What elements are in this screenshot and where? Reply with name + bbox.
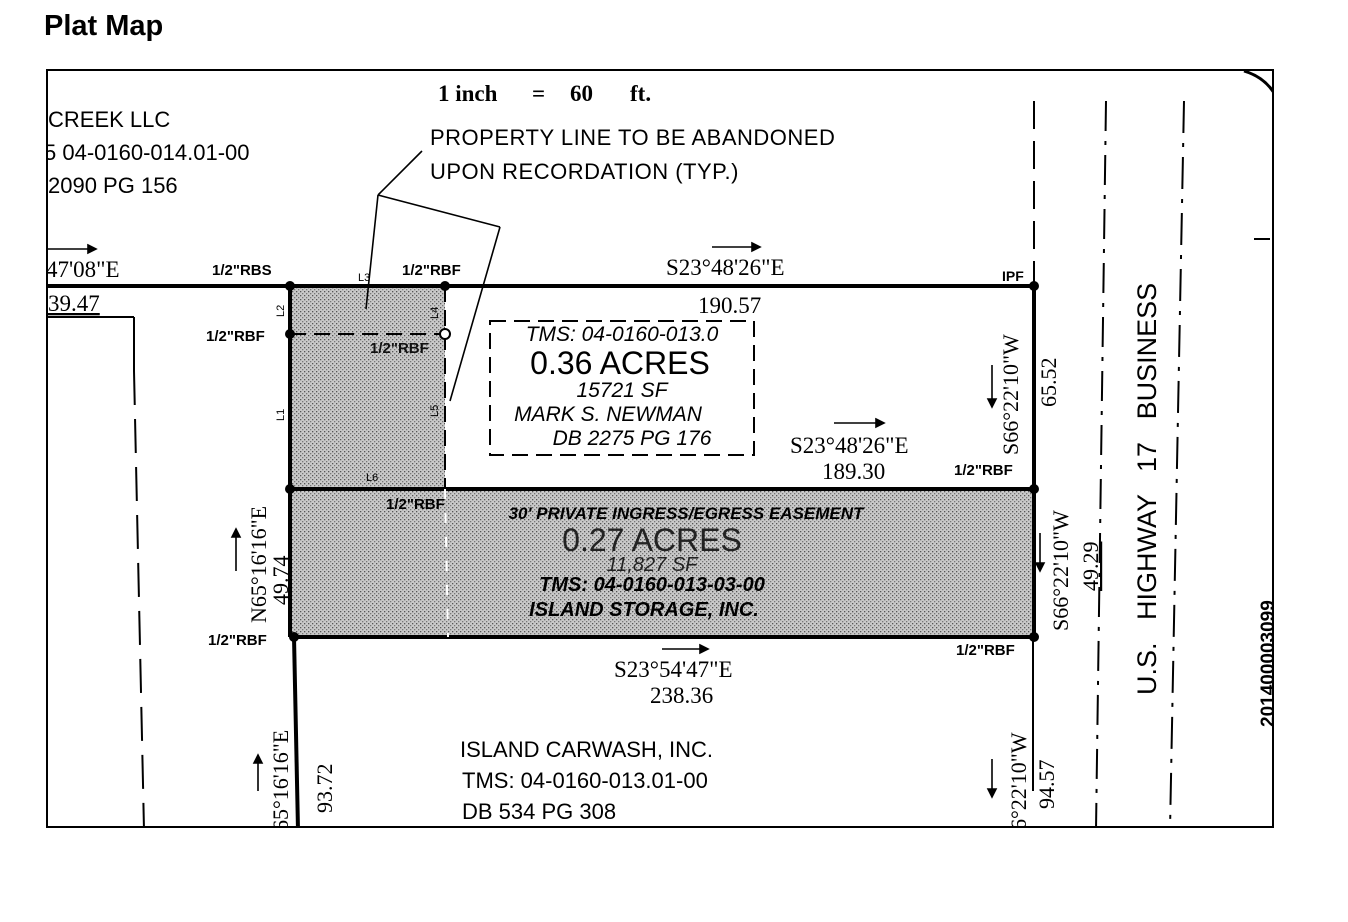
easement-title: 30' PRIVATE INGRESS/EGRESS EASEMENT xyxy=(509,504,865,523)
adjoiner-north-tms: 5 04-0160-014.01-00 xyxy=(48,140,250,165)
scale-prefix: 1 inch xyxy=(438,81,498,106)
monument-label-rbf-sw: 1/2"RBF xyxy=(208,632,267,649)
west-lower-distance: 93.72 xyxy=(312,764,337,814)
left-dashed-line xyxy=(133,370,145,826)
highway-lines xyxy=(1033,100,1185,826)
monument-rbf-sw xyxy=(289,632,299,642)
arrow-icon xyxy=(230,527,242,538)
left-distance-label: 39.47 xyxy=(48,291,100,316)
monument-label-rbf-west: 1/2"RBF xyxy=(206,328,265,345)
abandoned-strip-shading xyxy=(290,285,445,489)
east-upper-bearing: S66°22'10"W xyxy=(998,334,1023,455)
east-mid-distance: 49.29 xyxy=(1078,542,1103,592)
adjoiner-north-owner: CREEK LLC xyxy=(48,107,170,132)
south-bearing-label: S23°54'47"E xyxy=(614,657,733,682)
adjoiner-south-deed: DB 534 PG 308 xyxy=(462,799,616,824)
monument-label-rbf-se: 1/2"RBF xyxy=(956,642,1015,659)
corner-mark xyxy=(1243,71,1272,93)
note-leader-lines xyxy=(365,150,501,402)
west-lower-bearing: 65°16'16"E xyxy=(268,730,293,828)
mid-distance-label: 189.30 xyxy=(822,459,885,484)
main-parcel-owner: MARK S. NEWMAN xyxy=(514,403,703,426)
monument-rbf-north xyxy=(440,281,450,291)
east-lower-distance: 94.57 xyxy=(1034,760,1059,810)
easement-owner: ISLAND STORAGE, INC. xyxy=(529,599,759,621)
scale-value: 60 xyxy=(570,81,593,106)
line-label-l3: L3 xyxy=(358,272,370,284)
left-bearing-label: 47'08"E xyxy=(48,257,120,282)
monument-label-ipf: IPF xyxy=(1002,268,1024,284)
monument-rbs xyxy=(285,281,295,291)
west-mid-distance: 49.74 xyxy=(268,556,293,606)
plat-map-drawing: 1 inch = 60 ft. PROPERTY LINE TO BE ABAN… xyxy=(48,71,1274,828)
monument-label-rbf-east: 1/2"RBF xyxy=(954,462,1013,479)
monuments xyxy=(285,281,1039,642)
easement-parcel-shading xyxy=(290,489,1033,637)
scale-text: 1 inch = 60 ft. xyxy=(438,81,651,106)
line-label-l6: L6 xyxy=(366,472,378,484)
line-label-l5: L5 xyxy=(429,405,441,417)
monument-label-rbf-mid: 1/2"RBF xyxy=(386,496,445,513)
plat-map: 1 inch = 60 ft. PROPERTY LINE TO BE ABAN… xyxy=(46,69,1274,828)
arrow-icon xyxy=(986,398,998,409)
direction-arrows xyxy=(48,241,1046,799)
abandoned-line-in-easement xyxy=(444,488,449,638)
adjoiner-south-tms: TMS: 04-0160-013.01-00 xyxy=(462,768,708,793)
arrow-icon xyxy=(751,241,762,253)
line-label-l1: L1 xyxy=(275,409,287,421)
highway-centerline-east xyxy=(1169,100,1185,826)
monument-ipf xyxy=(1029,281,1039,291)
adjoiner-north-deed: 2090 PG 156 xyxy=(48,173,178,198)
arrow-icon xyxy=(699,643,710,655)
easement-sf: 11,827 SF xyxy=(607,554,700,576)
monument-rbf-east-mid xyxy=(1029,484,1039,494)
north-distance-label: 190.57 xyxy=(698,293,761,318)
monument-rbf-inner xyxy=(439,328,451,340)
main-parcel-deed: DB 2275 PG 176 xyxy=(553,427,712,450)
east-lower-bearing: 6°22'10"W xyxy=(1006,732,1031,828)
document-number: 201400003099 xyxy=(1258,600,1274,727)
highway-centerline-west xyxy=(1095,100,1107,826)
arrow-icon xyxy=(986,788,998,799)
mid-bearing-label: S23°48'26"E xyxy=(790,433,909,458)
easement-acres: 0.27 ACRES xyxy=(562,522,742,558)
monument-rbf-se xyxy=(1029,632,1039,642)
scale-equals: = xyxy=(532,81,545,106)
monument-label-rbs: 1/2"RBS xyxy=(212,262,272,279)
line-label-l2: L2 xyxy=(275,305,287,317)
easement-tms: TMS: 04-0160-013-03-00 xyxy=(539,574,765,596)
west-mid-bearing: N65°16'16"E xyxy=(246,506,271,623)
arrow-icon xyxy=(1034,562,1046,573)
property-lines xyxy=(48,284,1036,826)
page-title: Plat Map xyxy=(44,10,164,42)
monument-label-rbf-inner: 1/2"RBF xyxy=(370,340,429,357)
line-label-l4: L4 xyxy=(429,307,441,319)
monument-rbf-mid xyxy=(285,484,295,494)
main-parcel-sf: 15721 SF xyxy=(576,379,668,402)
abandon-note-line2: UPON RECORDATION (TYP.) xyxy=(430,159,739,184)
north-bearing-label: S23°48'26"E xyxy=(666,255,785,280)
scale-unit: ft. xyxy=(630,81,651,106)
highway-label: U.S. HIGHWAY 17 BUSINESS xyxy=(1132,283,1162,695)
arrow-icon xyxy=(875,417,886,429)
south-distance-label: 238.36 xyxy=(650,683,713,708)
east-upper-distance: 65.52 xyxy=(1036,358,1061,408)
west-lower-line xyxy=(292,636,300,826)
arrow-icon xyxy=(87,243,98,255)
main-parcel-acres: 0.36 ACRES xyxy=(530,345,710,381)
main-parcel-label-box xyxy=(489,320,755,456)
adjoiner-south-owner: ISLAND CARWASH, INC. xyxy=(460,737,713,762)
east-mid-bearing: S66°22'10"W xyxy=(1048,510,1073,631)
monument-label-rbf-north: 1/2"RBF xyxy=(402,262,461,279)
arrow-icon xyxy=(252,753,264,764)
abandon-note-line1: PROPERTY LINE TO BE ABANDONED xyxy=(430,125,835,150)
monument-rbf-west xyxy=(285,329,295,339)
main-parcel-tms: TMS: 04-0160-013.0 xyxy=(526,323,719,346)
